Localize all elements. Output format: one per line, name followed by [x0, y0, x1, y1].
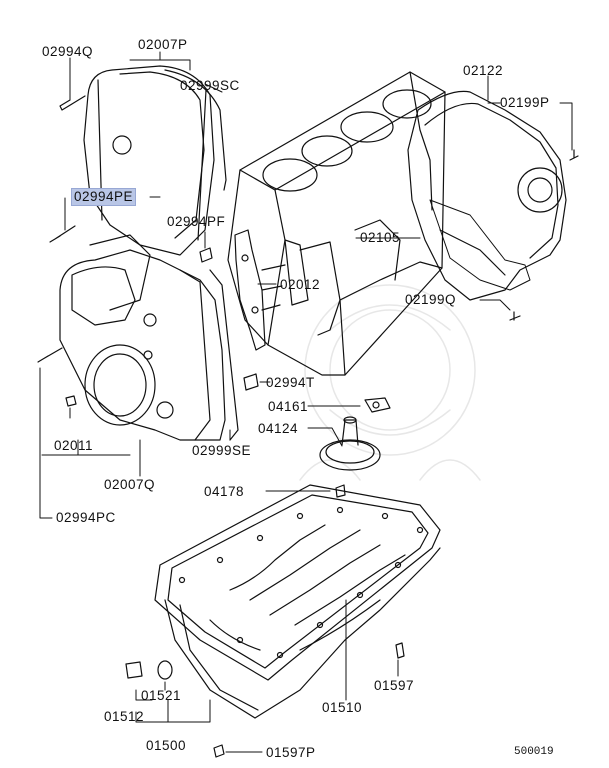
label-02007Q[interactable]: 02007Q — [104, 477, 156, 492]
label-01597[interactable]: 01597 — [374, 678, 415, 693]
bolt-01597P — [213, 744, 225, 758]
label-01597P[interactable]: 01597P — [266, 745, 316, 760]
diagram-id: 500019 — [514, 746, 554, 758]
oil-pan — [154, 484, 441, 719]
leader-lines — [39, 51, 573, 753]
bolt-02994T — [243, 373, 259, 391]
label-02011[interactable]: 02011 — [54, 438, 94, 453]
label-01521[interactable]: 01521 — [141, 688, 182, 703]
gasket-04161 — [364, 397, 391, 413]
watermark — [299, 284, 481, 481]
label-02007P[interactable]: 02007P — [138, 37, 188, 52]
label-02012[interactable]: 02012 — [280, 277, 321, 292]
oil-strainer — [319, 416, 381, 471]
label-04161[interactable]: 04161 — [268, 399, 309, 414]
label-02999SC[interactable]: 02999SC — [180, 78, 240, 93]
label-02994Q[interactable]: 02994Q — [42, 44, 94, 59]
bolt-04178 — [335, 484, 346, 498]
label-02994PE-selected[interactable]: 02994PE — [70, 188, 137, 206]
label-02999SE[interactable]: 02999SE — [192, 443, 252, 458]
engine-block — [227, 71, 446, 376]
bolt-02994Q — [59, 95, 86, 111]
label-04124[interactable]: 04124 — [258, 421, 299, 436]
rear-plate — [407, 90, 567, 301]
bolt-02994PF — [199, 247, 213, 263]
gasket-02999SE — [209, 269, 239, 441]
label-02105[interactable]: 02105 — [360, 230, 401, 245]
label-02994PF[interactable]: 02994PF — [167, 214, 226, 229]
lower-timing-cover — [59, 234, 226, 441]
label-02994PC[interactable]: 02994PC — [56, 510, 116, 525]
label-01510[interactable]: 01510 — [322, 700, 363, 715]
gasket-01521 — [157, 660, 173, 680]
bolt-02199Q — [509, 311, 521, 321]
bolt-01597 — [395, 642, 405, 659]
label-04178[interactable]: 04178 — [204, 484, 245, 499]
bolt-02199P — [569, 149, 579, 161]
label-01500[interactable]: 01500 — [146, 738, 187, 753]
pin-02011 — [65, 395, 77, 407]
label-01512[interactable]: 01512 — [104, 709, 145, 724]
bolt-02994PC — [37, 347, 63, 363]
label-02199Q[interactable]: 02199Q — [405, 292, 457, 307]
drain-plug-01512 — [125, 661, 143, 679]
label-02199P[interactable]: 02199P — [500, 95, 550, 110]
bolt-02994PE — [49, 225, 76, 243]
label-02122[interactable]: 02122 — [463, 63, 504, 78]
label-02994T[interactable]: 02994T — [266, 375, 315, 390]
upper-timing-cover — [83, 65, 227, 256]
bracket-02012 — [234, 229, 266, 351]
